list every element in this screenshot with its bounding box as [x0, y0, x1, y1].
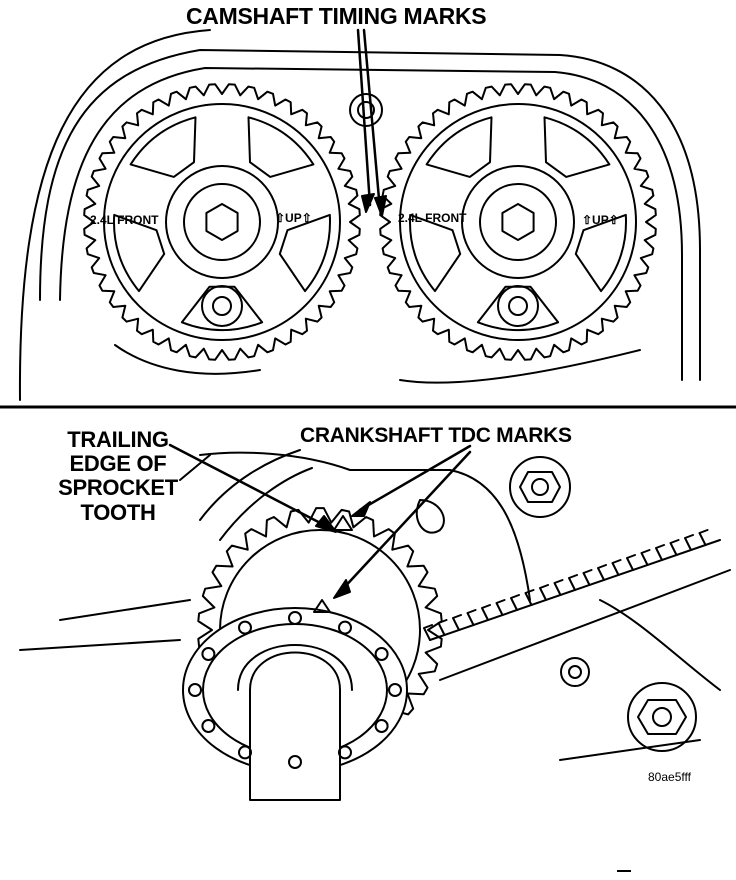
camshaft-arrowhead-2 — [374, 195, 387, 217]
bolt-hole — [188, 683, 202, 697]
right-sprocket-up-label: ⇧UP⇧ — [582, 213, 619, 227]
camshaft-arrowhead-1 — [361, 193, 375, 213]
trailing-edge-line-1: TRAILING — [67, 427, 169, 452]
lower-belt-right — [399, 349, 641, 384]
engine-block-outline — [19, 451, 721, 761]
spoke-window — [278, 213, 332, 293]
sprocket-hub — [165, 165, 279, 279]
right-sprocket-front-label: 2.4L FRONT — [398, 211, 467, 225]
spoke-window — [476, 285, 560, 332]
belt-edge-outer — [439, 569, 731, 681]
right-camshaft-sprocket — [379, 83, 657, 361]
trailing-edge-line-2: EDGE OF — [69, 451, 167, 477]
tdc-mark-lower — [313, 599, 331, 613]
bolt-hole — [288, 755, 302, 769]
tdc-mark-upper — [333, 515, 353, 531]
sprocket-hub — [461, 165, 575, 279]
bolt-hole — [201, 719, 216, 733]
spoke-window — [408, 213, 462, 293]
sprocket-rim — [103, 103, 341, 341]
spoke-window — [543, 116, 611, 178]
belt-teeth — [423, 529, 709, 641]
footer-mark — [617, 870, 631, 872]
spoke-window — [574, 213, 628, 293]
hub-washer — [183, 183, 261, 261]
hub-bolt — [501, 203, 535, 241]
lower-hub-bolt-center — [508, 296, 528, 316]
bolt-hole — [201, 647, 216, 661]
sprocket-teeth — [379, 83, 657, 361]
tdc-arrowhead-upper — [351, 501, 371, 517]
belt-left-run — [199, 449, 301, 521]
bolt-hole — [374, 719, 389, 733]
bolt-hole — [338, 620, 352, 635]
trailing-edge-label: TRAILING EDGE OF SPROCKET TOOTH — [28, 427, 208, 525]
crankshaft-arrows — [168, 443, 472, 594]
spoke-window — [180, 285, 264, 332]
lower-bolt — [627, 682, 697, 752]
crank-area-bolt — [509, 456, 571, 518]
spoke-window — [112, 213, 166, 293]
crankshaft-bolt-holes — [188, 611, 402, 769]
trailing-edge-arrowhead — [315, 515, 337, 533]
left-camshaft-sprocket — [83, 83, 361, 361]
bolt-hole — [388, 683, 402, 697]
idler-bolt — [349, 93, 383, 127]
sprocket-rim — [399, 103, 637, 341]
belt-left-run-inner — [219, 467, 313, 541]
lower-belt-left — [114, 344, 261, 375]
spoke-window — [129, 116, 197, 178]
crankshaft-tdc-marks-label: CRANKSHAFT TDC MARKS — [300, 424, 572, 447]
sprocket-teeth — [83, 83, 361, 361]
figure-code: 80ae5fff — [648, 770, 691, 784]
spoke-window — [247, 116, 315, 178]
camshaft-arrows — [356, 28, 382, 212]
camshaft-timing-marks-label: CAMSHAFT TIMING MARKS — [186, 3, 487, 29]
crankshaft-snout — [182, 607, 408, 801]
bolt-hole — [238, 620, 252, 635]
camshaft-belt — [18, 29, 701, 401]
hub-bolt — [205, 203, 239, 241]
lower-hub-bolt-center — [212, 296, 232, 316]
lower-hub-bolt — [497, 285, 539, 327]
trailing-edge-line-3: SPROCKET — [58, 475, 178, 501]
tensioner — [560, 657, 590, 687]
bolt-hole — [238, 745, 252, 760]
bolt-hole — [288, 611, 302, 625]
left-sprocket-up-label: ⇧UP⇧ — [275, 211, 312, 225]
crankshaft-timing-belt — [199, 449, 731, 681]
lower-hub-bolt — [201, 285, 243, 327]
hub-washer — [479, 183, 557, 261]
bolt-hole — [374, 647, 389, 661]
trailing-edge-line-4: TOOTH — [80, 499, 156, 525]
bolt-hole — [338, 745, 352, 760]
tdc-arrowhead-lower — [333, 579, 351, 599]
left-sprocket-front-label: 2.4L FRONT — [90, 213, 159, 227]
spoke-window — [425, 116, 493, 178]
